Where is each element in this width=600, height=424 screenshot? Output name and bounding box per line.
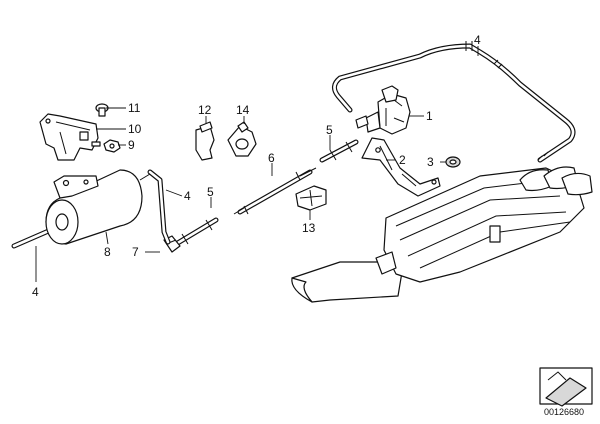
nut-9 <box>91 139 121 153</box>
arrow-icon <box>547 371 567 381</box>
callout-12: 12 <box>198 103 212 117</box>
exhaust-muffler <box>291 166 593 303</box>
callout-14: 14 <box>236 103 250 117</box>
callout-5-right: 5 <box>326 123 333 137</box>
callout-11: 11 <box>128 101 141 115</box>
callout-labels: 1 2 3 4 4 4 5 5 6 7 8 9 10 11 12 13 14 <box>32 33 481 299</box>
hose-5-left <box>173 217 219 247</box>
valve-bracket <box>361 137 441 197</box>
callout-13: 13 <box>302 221 316 235</box>
bracket-slot <box>79 131 89 141</box>
callout-4-left: 4 <box>32 285 39 299</box>
corner-stamp: 00126680 <box>539 367 593 417</box>
callout-1: 1 <box>426 109 433 123</box>
clip-12 <box>195 121 215 161</box>
vent-line-top <box>332 41 576 163</box>
callout-8: 8 <box>104 245 111 259</box>
callout-3: 3 <box>427 155 434 169</box>
line-6 <box>233 167 317 215</box>
holder-13 <box>295 185 327 211</box>
callout-6: 6 <box>268 151 275 165</box>
callout-7: 7 <box>132 245 139 259</box>
valve-assembly <box>355 85 411 135</box>
screw-11 <box>95 103 109 117</box>
carbon-canister <box>45 169 151 245</box>
hose-5-right <box>319 139 359 163</box>
callout-10: 10 <box>128 122 142 136</box>
clamp-14 <box>227 121 257 157</box>
callout-2: 2 <box>399 153 406 167</box>
leader-lines <box>35 46 479 282</box>
callout-5-left: 5 <box>207 185 214 199</box>
document-id: 00126680 <box>544 407 584 417</box>
callout-9: 9 <box>128 138 135 152</box>
muffler-hanger <box>489 225 501 243</box>
grommet <box>445 156 461 168</box>
callout-4-mid: 4 <box>184 189 191 203</box>
canister-bracket <box>39 113 99 161</box>
car-silhouette-icon <box>545 377 587 407</box>
callout-4-top: 4 <box>474 33 481 47</box>
